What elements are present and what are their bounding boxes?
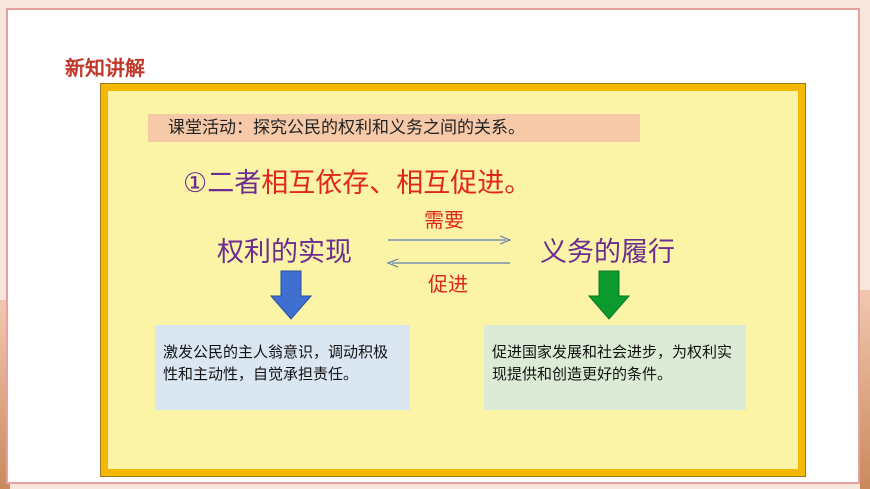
- activity-board: [100, 83, 806, 477]
- key-point: ①二者相互依存、相互促进。: [183, 167, 531, 201]
- decoration-right: [860, 290, 870, 489]
- activity-banner: 课堂活动：探究公民的权利和义务之间的关系。: [148, 114, 640, 142]
- duty-label: 义务的履行: [540, 237, 675, 268]
- key-point-prefix: ①二者: [183, 168, 262, 199]
- decoration-left: [0, 300, 10, 489]
- duty-effect-box: 促进国家发展和社会进步，为权利实现提供和创造更好的条件。: [484, 325, 746, 410]
- rights-effect-box: 激发公民的主人翁意识，调动积极性和主动性，自觉承担责任。: [155, 325, 410, 410]
- relation-bottom-label: 促进: [428, 272, 468, 296]
- left-arrow-icon: [386, 258, 510, 268]
- section-title: 新知讲解: [65, 56, 145, 80]
- rights-label: 权利的实现: [217, 237, 352, 268]
- down-arrow-icon: [270, 270, 312, 320]
- key-point-emphasis: 相互依存、相互促进。: [261, 168, 532, 199]
- relation-top-label: 需要: [424, 208, 464, 232]
- right-arrow-icon: [388, 235, 512, 245]
- down-arrow-icon: [588, 270, 630, 320]
